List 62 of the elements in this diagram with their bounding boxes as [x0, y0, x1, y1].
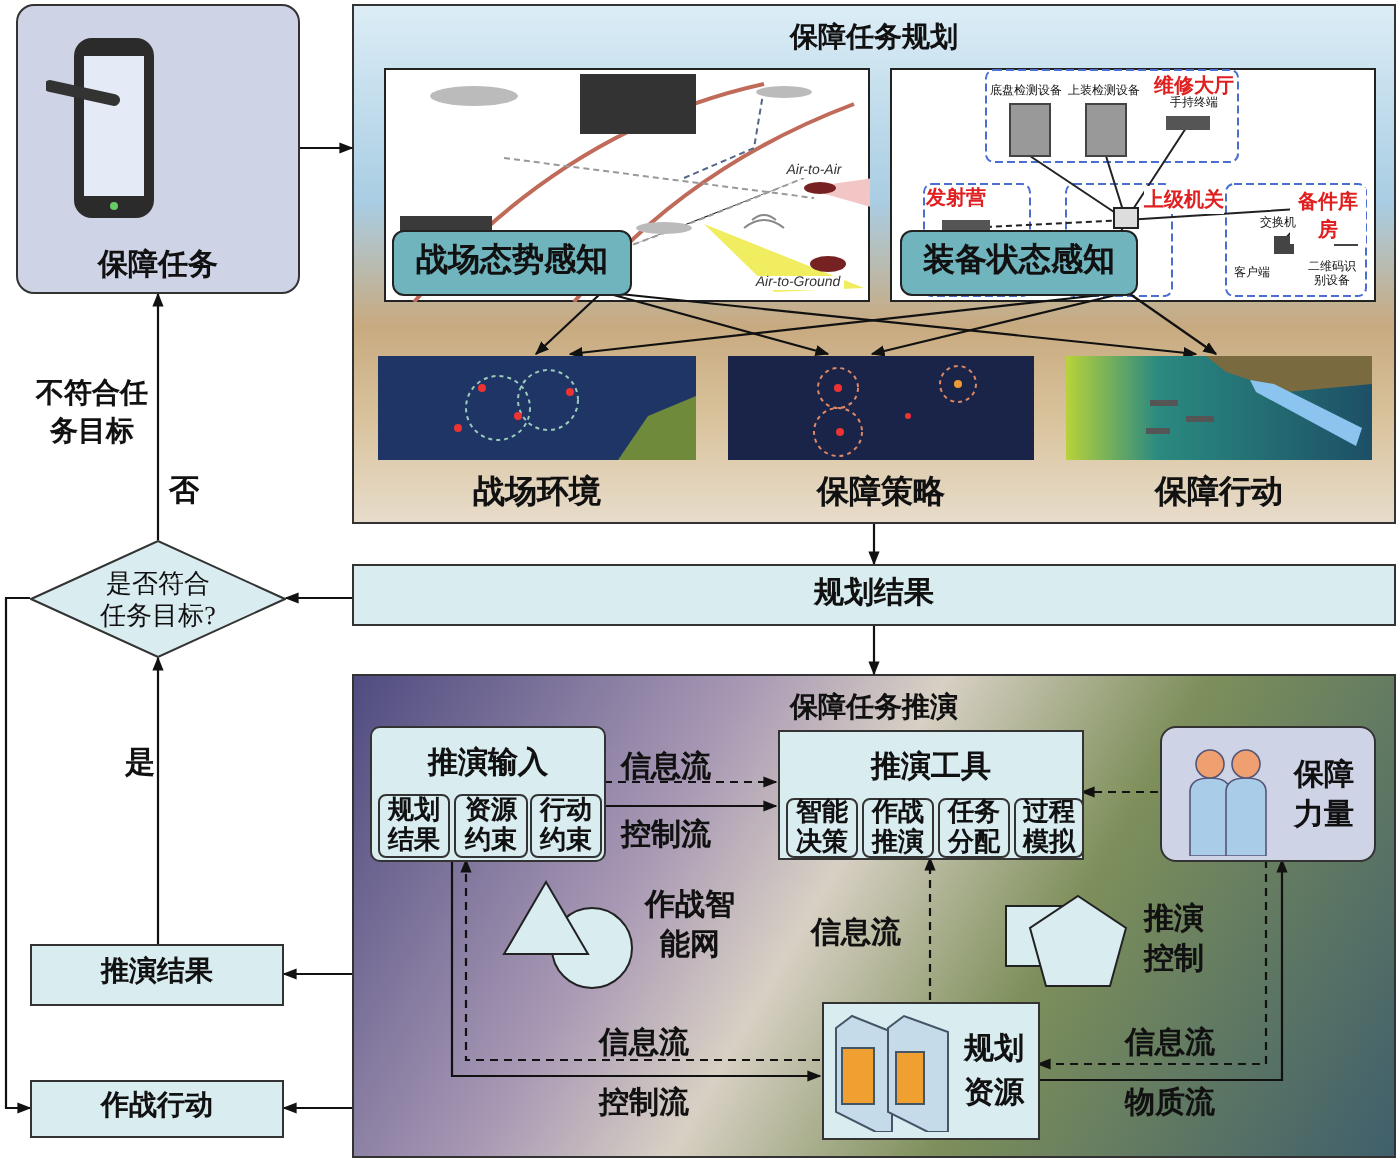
edge-label: 物质流 [1122, 1086, 1217, 1122]
sub-box: 智能决策 [786, 798, 858, 858]
box-caption: 保障力量 [1291, 756, 1356, 836]
result-band: 规划结果 [352, 564, 1396, 626]
sub-box: 行动约束 [530, 794, 602, 858]
arrow [868, 524, 880, 566]
edge-label: 是 [123, 746, 157, 782]
simulation-panel [352, 674, 1396, 1158]
arrow [868, 626, 880, 676]
text-label: 发射营 [924, 185, 988, 212]
group-box [370, 726, 606, 862]
box-title: 推演输入 [425, 744, 550, 782]
arrow [535, 293, 601, 355]
edge-label: 信息流 [1122, 1026, 1217, 1062]
panel-title: 保障任务规划 [787, 20, 960, 56]
sub-box: 资源约束 [454, 794, 528, 858]
edge-label: 否 [167, 474, 201, 510]
arrow [604, 800, 778, 812]
diamond-text: 是否符合任务目标? [98, 567, 218, 631]
edge-label: 控制流 [618, 818, 713, 854]
arrow [4, 596, 32, 1114]
label-box: 战场态势感知 [392, 230, 632, 296]
box-title: 推演工具 [868, 748, 993, 786]
sub-box: 作战推演 [862, 798, 934, 858]
arrow [619, 292, 1198, 359]
arrow [604, 776, 778, 788]
box-caption: 规划资源 [961, 1030, 1027, 1114]
task-box [16, 4, 300, 294]
edge-label: 信息流 [596, 1026, 691, 1062]
arrow [300, 142, 354, 154]
sub-box: 过程模拟 [1014, 798, 1084, 858]
planning-panel [352, 4, 1396, 524]
result-box: 作战行动 [30, 1080, 284, 1138]
group-box [778, 730, 1084, 860]
edge-label: 控制流 [596, 1086, 691, 1122]
picture-caption: 战场环境 [471, 472, 603, 514]
arrow [152, 656, 164, 944]
arrow [284, 592, 352, 604]
text-label: 不符合任务目标 [34, 376, 150, 452]
arrow [609, 292, 830, 357]
shape-caption: 作战智能网 [642, 887, 737, 966]
arrow [924, 856, 936, 1000]
force-box [1160, 726, 1376, 862]
sub-box: 规划结果 [378, 794, 450, 858]
label-box: 装备状态感知 [900, 230, 1138, 296]
panel-title: 保障任务推演 [787, 690, 960, 726]
box-caption: 保障任务 [95, 246, 220, 284]
edge-label: 信息流 [618, 750, 713, 786]
sub-box: 任务分配 [938, 798, 1010, 858]
arrow [282, 968, 352, 980]
picture-caption: 保障行动 [1152, 472, 1285, 514]
arrow [282, 1102, 352, 1114]
result-box: 推演结果 [30, 944, 284, 1006]
arrow [152, 292, 164, 540]
text-label: 上级机关 [1144, 186, 1224, 214]
text-label: 维修大厅 [1154, 72, 1234, 98]
arrow [1080, 786, 1158, 798]
arrow [1129, 293, 1218, 355]
resource-box [822, 1002, 1040, 1140]
picture-caption: 保障策略 [814, 472, 947, 514]
shape-caption: 推演控制 [1142, 900, 1206, 980]
edge-label: 信息流 [808, 916, 903, 952]
